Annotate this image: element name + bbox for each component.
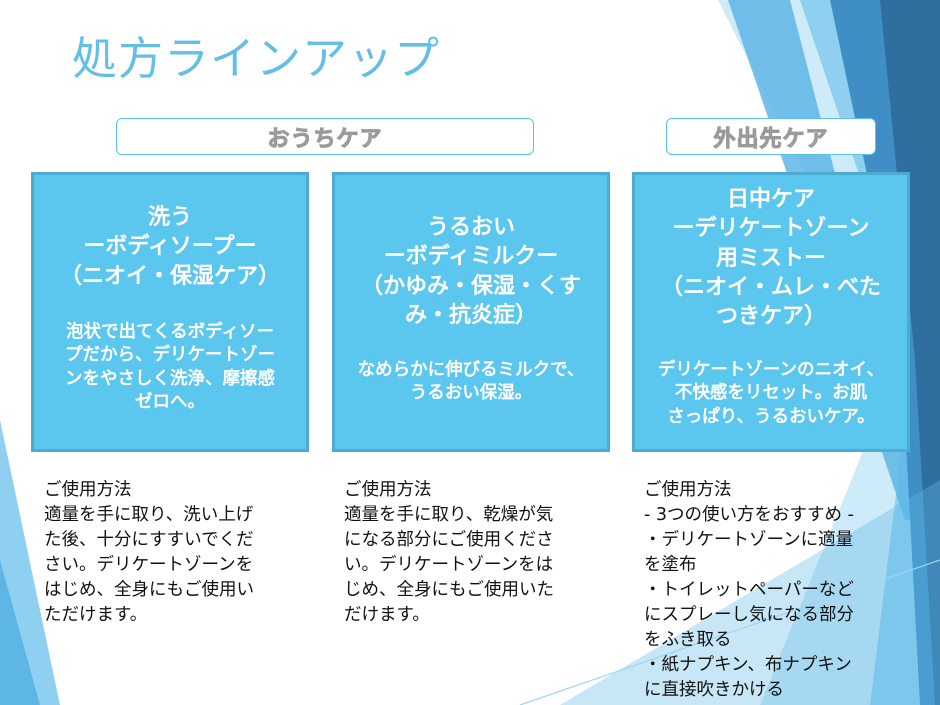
deco-thin-line bbox=[519, 559, 940, 705]
section-header-label: 外出先ケア bbox=[713, 126, 829, 152]
deco-darkest-panel bbox=[880, 0, 940, 705]
desc-line: 泡状で出てくるボディソー bbox=[66, 322, 274, 342]
desc-line: デリケートゾーンのニオイ、 bbox=[657, 360, 885, 380]
usage-line: た後、十分にすすいでくだ bbox=[44, 530, 254, 550]
title-line: み・抗炎症） bbox=[404, 302, 537, 328]
usage-line: ただけます。 bbox=[44, 605, 148, 625]
product-card-body-soap: 洗う ーボディソープー （ニオイ・保湿ケア） 泡状で出てくるボディソー プだから… bbox=[31, 172, 309, 452]
usage-line: だけます。 bbox=[344, 605, 430, 625]
desc-line: 不快感をリセット。お肌 bbox=[674, 383, 868, 404]
usage-line: に直接吹きかける bbox=[644, 680, 784, 700]
section-header-outing-care: 外出先ケア bbox=[666, 118, 876, 155]
desc-line: ンをやさしく洗浄、摩擦感 bbox=[65, 368, 275, 389]
product-card-title: 日中ケア ーデリケートゾーン 用ミストー （ニオイ・ムレ・べた つきケア） bbox=[643, 185, 899, 331]
product-card-mist: 日中ケア ーデリケートゾーン 用ミストー （ニオイ・ムレ・べた つきケア） デリ… bbox=[632, 172, 910, 452]
title-line: ーボディソープー bbox=[83, 234, 257, 260]
usage-heading: ご使用方法 bbox=[644, 480, 732, 500]
usage-heading: ご使用方法 bbox=[44, 480, 132, 500]
title-line: ーデリケートゾーン bbox=[672, 216, 870, 242]
deco-left-triangle-dark bbox=[0, 560, 40, 705]
product-card-title: うるおい ーボディミルクー （かゆみ・保湿・くす み・抗炎症） bbox=[343, 213, 599, 330]
usage-line: になる部分にご使用くださ bbox=[344, 530, 554, 550]
title-line: つきケア） bbox=[715, 304, 826, 329]
usage-line: さい。デリケートゾーンを bbox=[44, 555, 254, 575]
title-line: うるおい bbox=[426, 215, 515, 240]
product-card-title: 洗う ーボディソープー （ニオイ・保湿ケア） bbox=[42, 203, 298, 291]
usage-line: を塗布 bbox=[644, 555, 697, 575]
title-line: （ニオイ・保湿ケア） bbox=[59, 263, 280, 289]
title-line: （かゆみ・保湿・くす bbox=[360, 273, 581, 299]
usage-line: ・トイレットペーパーなど bbox=[644, 580, 854, 600]
usage-line: い。デリケートゾーンをは bbox=[344, 555, 554, 575]
product-card-description: 泡状で出てくるボディソー プだから、デリケートゾー ンをやさしく洗浄、摩擦感 ゼ… bbox=[38, 321, 302, 414]
usage-line: ・デリケートゾーンに適量 bbox=[644, 530, 854, 550]
usage-line: にスプレーし気になる部分 bbox=[644, 605, 854, 625]
section-header-home-care: おうちケア bbox=[116, 118, 534, 155]
usage-line: はじめ、全身にもご使用い bbox=[44, 580, 254, 600]
usage-section-mist: ご使用方法 - 3つの使い方をおすすめ - ・デリケートゾーンに適量 を塗布 ・… bbox=[644, 478, 906, 703]
usage-line: ・紙ナプキン、布ナプキン bbox=[644, 655, 852, 675]
usage-section-body-soap: ご使用方法 適量を手に取り、洗い上げ た後、十分にすすいでくだ さい。デリケート… bbox=[44, 478, 306, 628]
usage-heading: ご使用方法 bbox=[344, 480, 432, 500]
usage-section-body-milk: ご使用方法 適量を手に取り、乾燥が気 になる部分にご使用くださ い。デリケートゾ… bbox=[344, 478, 606, 628]
usage-line: - 3つの使い方をおすすめ - bbox=[644, 505, 854, 525]
title-line: 洗う bbox=[147, 205, 192, 230]
title-line: ーボディミルクー bbox=[383, 244, 559, 270]
desc-line: うるおい保湿。 bbox=[409, 383, 533, 404]
section-header-label: おうちケア bbox=[267, 126, 383, 152]
deco-bottom-triangle bbox=[560, 480, 940, 705]
product-card-description: デリケートゾーンのニオイ、 不快感をリセット。お肌 さっぱり、うるおいケア。 bbox=[639, 359, 903, 429]
title-line: 日中ケア bbox=[726, 187, 815, 212]
product-card-description: なめらかに伸びるミルクで、 うるおい保湿。 bbox=[339, 359, 603, 406]
usage-line: をふき取る bbox=[644, 630, 732, 650]
usage-line: 適量を手に取り、洗い上げ bbox=[44, 505, 254, 525]
title-line: 用ミストー bbox=[715, 245, 826, 271]
product-card-body-milk: うるおい ーボディミルクー （かゆみ・保湿・くす み・抗炎症） なめらかに伸びる… bbox=[332, 172, 610, 452]
usage-line: じめ、全身にもご使用いた bbox=[344, 580, 554, 600]
desc-line: プだから、デリケートゾー bbox=[65, 345, 275, 366]
desc-line: ゼロへ。 bbox=[135, 391, 205, 412]
usage-line: 適量を手に取り、乾燥が気 bbox=[344, 505, 554, 525]
desc-line: さっぱり、うるおいケア。 bbox=[667, 406, 875, 427]
title-line: （ニオイ・ムレ・べた bbox=[660, 274, 881, 300]
slide-title: 処方ラインアップ bbox=[72, 32, 441, 85]
desc-line: なめらかに伸びるミルクで、 bbox=[357, 360, 585, 380]
